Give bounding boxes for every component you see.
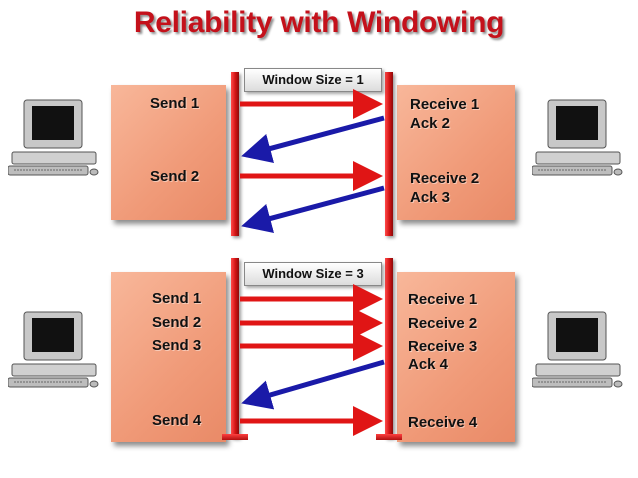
- receive-label: Receive 2: [408, 315, 478, 332]
- sender-timeline-bar: [231, 72, 239, 236]
- diagram-title: Reliability with Windowing: [133, 6, 505, 39]
- ack-arrow: [241, 185, 385, 234]
- computer-icon: [8, 99, 99, 176]
- send-label: Send 2: [150, 168, 200, 185]
- ack-arrow: [241, 359, 385, 410]
- ack-label: Ack 4: [408, 356, 449, 373]
- receive-label: Receive 3: [408, 338, 478, 355]
- ack-label: Ack 3: [410, 189, 451, 206]
- sender-box-1: [111, 85, 226, 220]
- send-label: Send 1: [152, 290, 202, 307]
- send-label: Send 2: [152, 314, 202, 331]
- receiver-timeline-bar: [385, 258, 393, 438]
- computer-icon: [532, 99, 623, 176]
- receiver-bar-base: [376, 434, 402, 440]
- computer-icon: [532, 311, 623, 388]
- receiver-box-2: [397, 272, 515, 442]
- receive-label: Receive 1: [410, 96, 480, 113]
- computer-icon: [8, 311, 99, 388]
- receive-label: Receive 2: [410, 170, 480, 187]
- ack-arrow: [241, 115, 385, 164]
- send-label: Send 3: [152, 337, 202, 354]
- window-size-label: Window Size = 3: [244, 262, 382, 286]
- ack-label: Ack 2: [410, 115, 451, 132]
- receive-label: Receive 4: [408, 414, 478, 431]
- window-size-label: Window Size = 1: [244, 68, 382, 92]
- receive-label: Receive 1: [408, 291, 478, 308]
- receiver-timeline-bar: [385, 72, 393, 236]
- send-label: Send 4: [152, 412, 202, 429]
- sender-timeline-bar: [231, 258, 239, 438]
- receiver-box-1: [397, 85, 515, 220]
- send-label: Send 1: [150, 95, 200, 112]
- sender-box-2: [111, 272, 226, 442]
- sender-bar-base: [222, 434, 248, 440]
